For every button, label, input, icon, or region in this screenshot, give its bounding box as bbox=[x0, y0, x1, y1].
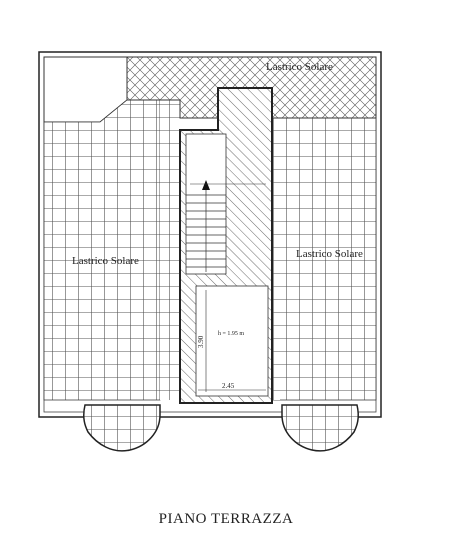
room-inner bbox=[195, 285, 269, 397]
terrace-center-right bbox=[270, 100, 280, 400]
lastrico-top-label: Lastrico Solare bbox=[266, 61, 333, 73]
lastrico-left-label: Lastrico Solare bbox=[72, 255, 139, 267]
terrace-center-left bbox=[160, 100, 180, 400]
lastrico-right-label: Lastrico Solare bbox=[296, 248, 363, 260]
dim-width-bottom: 2.45 bbox=[222, 382, 235, 390]
terrace-left bbox=[43, 99, 161, 401]
outer-wall bbox=[38, 51, 382, 418]
arch-right bbox=[281, 404, 359, 452]
stair-arrow-icon bbox=[202, 180, 210, 190]
arch-left bbox=[83, 404, 161, 452]
dim-room-height: h = 1.95 m bbox=[218, 331, 244, 337]
dim-height-vertical: 3.90 bbox=[197, 335, 205, 348]
page-title: PIANO TERRAZZA bbox=[158, 511, 294, 527]
